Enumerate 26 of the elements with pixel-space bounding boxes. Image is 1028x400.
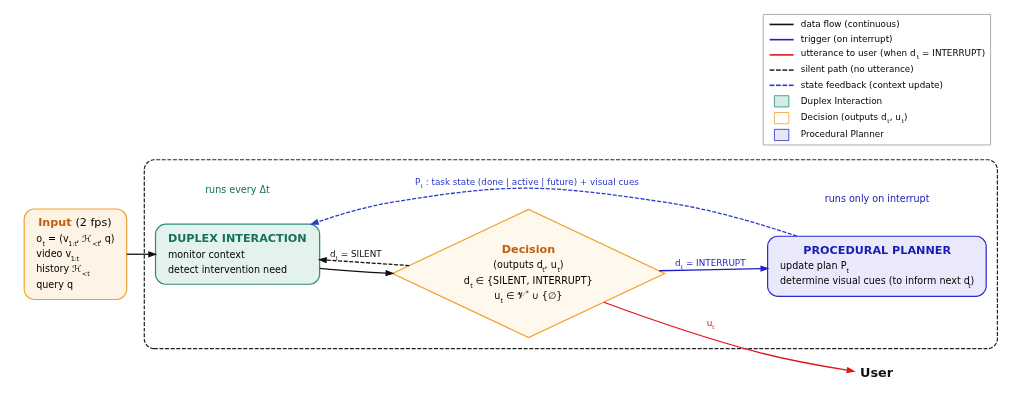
arrow: [309, 187, 798, 237]
edge-label: u$_{t}$: [706, 318, 715, 331]
edge-label: P$_{t}$ : task state (done | active | future) + visual cues: [414, 177, 639, 190]
node-diamond: Decision (outputs d$_{t}$, u$_{t}$) d$_{t}$ ∈ {SILENT, INTERRUPT} u$_{t}$ ∈ 𝒱$^{*}$ ∪ {∅}: [391, 208, 667, 339]
edge-label: d$_{t}$ = INTERRUPT: [675, 258, 746, 271]
legend-label: Duplex Interaction: [800, 95, 883, 106]
legend-label: Procedural Planner: [800, 129, 884, 140]
node-text: User: [860, 364, 894, 380]
legend-label: trigger (on interrupt): [800, 33, 893, 44]
arrow: [603, 301, 856, 374]
arrow: [319, 267, 395, 277]
label: runs only on interrupt: [824, 193, 930, 205]
edge-label: d$_{t}$ = SILENT: [330, 249, 382, 262]
legend-label: data flow (continuous): [800, 18, 900, 29]
legend-label: Decision (outputs d$_{t}$, u$_{t}$): [800, 111, 908, 124]
legend-label: utterance to user (when d$_{t}$ = INTERRUPT): [800, 48, 986, 61]
legend-label: silent path (no utterance): [800, 64, 914, 75]
node-box: PROCEDURAL PLANNER update plan P$_{t}$ determine visual cues (to inform next d$_{t}$): [767, 235, 987, 297]
label: runs every Δt: [205, 183, 270, 195]
node-box: Input (2 fps) o$_{t}$ = (v$_{1:t}$, ℋ$_{<t}$, q) video v$_{1:t}$ history ℋ$_{<t}$ query q: [23, 208, 128, 301]
node-box: DUPLEX INTERACTION monitor context detect intervention need: [154, 223, 321, 285]
cluster: [143, 159, 998, 350]
arrow: [658, 265, 770, 272]
arrow: [317, 257, 410, 267]
arrow: [126, 251, 158, 258]
legend-label: state feedback (context update): [800, 79, 943, 90]
